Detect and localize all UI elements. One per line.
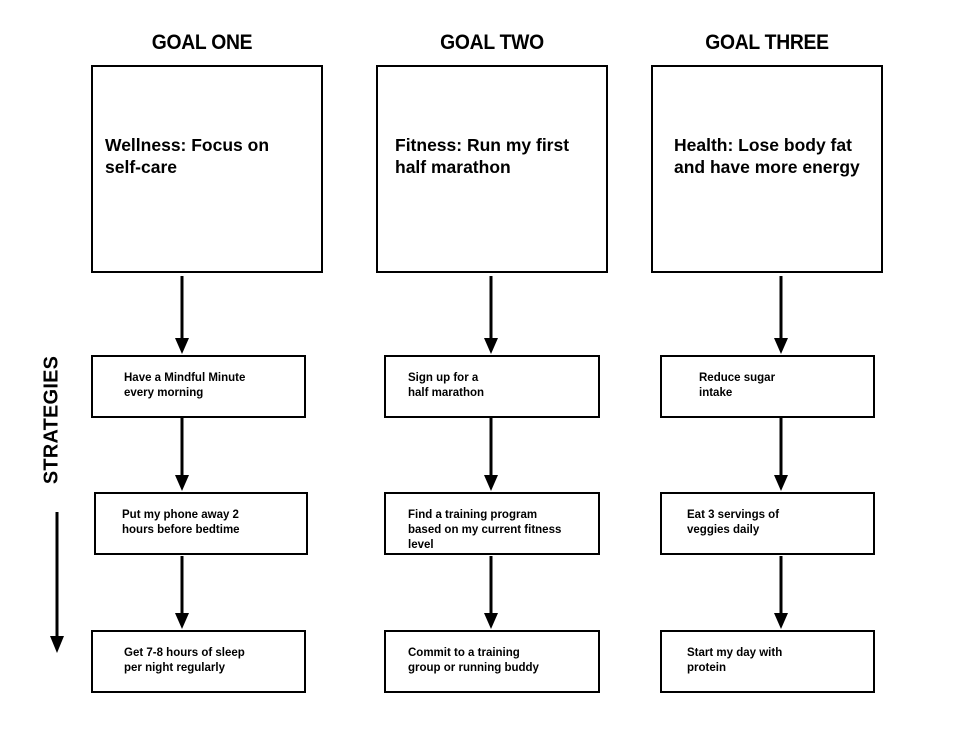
strategy-text: Find a training program based on my curr… bbox=[408, 509, 562, 551]
strategy-text: Reduce sugar intake bbox=[699, 372, 776, 399]
goal-one-strategy-1: Have a Mindful Minute every morning bbox=[91, 355, 306, 418]
goal-two-strategy-2: Find a training program based on my curr… bbox=[384, 492, 600, 555]
goal-two-title: GOAL TWO bbox=[440, 31, 544, 54]
goal-one-box: Wellness: Focus on self-care bbox=[91, 65, 323, 273]
strategy-text: Commit to a training group or running bu… bbox=[408, 647, 539, 674]
goal-three-strategy-3: Start my day with protein bbox=[660, 630, 875, 693]
goal-two-description: Fitness: Run my first half marathon bbox=[395, 135, 570, 177]
arrowhead bbox=[774, 475, 788, 491]
goal-three-strategy-2: Eat 3 servings of veggies daily bbox=[660, 492, 875, 555]
goal-one-strategy-3: Get 7-8 hours of sleep per night regular… bbox=[91, 630, 306, 693]
goal-two-strategy-3: Commit to a training group or running bu… bbox=[384, 630, 600, 693]
arrowhead bbox=[175, 475, 189, 491]
strategy-text: Eat 3 servings of veggies daily bbox=[687, 509, 780, 536]
arrowhead bbox=[484, 338, 498, 354]
goal-two-box: Fitness: Run my first half marathon bbox=[376, 65, 608, 273]
goal-three-box: Health: Lose body fat and have more ener… bbox=[651, 65, 883, 273]
goal-three-description: Health: Lose body fat and have more ener… bbox=[674, 135, 860, 177]
arrowhead bbox=[50, 636, 64, 653]
strategy-text: Have a Mindful Minute every morning bbox=[124, 372, 246, 399]
goal-one-description: Wellness: Focus on self-care bbox=[105, 135, 270, 177]
strategy-text: Sign up for a half marathon bbox=[408, 372, 485, 399]
strategy-text: Start my day with protein bbox=[687, 647, 783, 674]
arrowhead bbox=[175, 338, 189, 354]
strategy-text: Put my phone away 2 hours before bedtime bbox=[122, 509, 240, 536]
arrowhead bbox=[774, 338, 788, 354]
arrowhead bbox=[484, 613, 498, 629]
goal-one-strategy-2: Put my phone away 2 hours before bedtime bbox=[94, 492, 308, 555]
goal-two-strategy-1: Sign up for a half marathon bbox=[384, 355, 600, 418]
goal-one-title: GOAL ONE bbox=[151, 31, 253, 54]
strategy-text: Get 7-8 hours of sleep per night regular… bbox=[124, 647, 245, 674]
arrowhead bbox=[774, 613, 788, 629]
arrowhead bbox=[484, 475, 498, 491]
goal-three-title: GOAL THREE bbox=[705, 31, 829, 54]
goal-three-strategy-1: Reduce sugar intake bbox=[660, 355, 875, 418]
arrowhead bbox=[175, 613, 189, 629]
